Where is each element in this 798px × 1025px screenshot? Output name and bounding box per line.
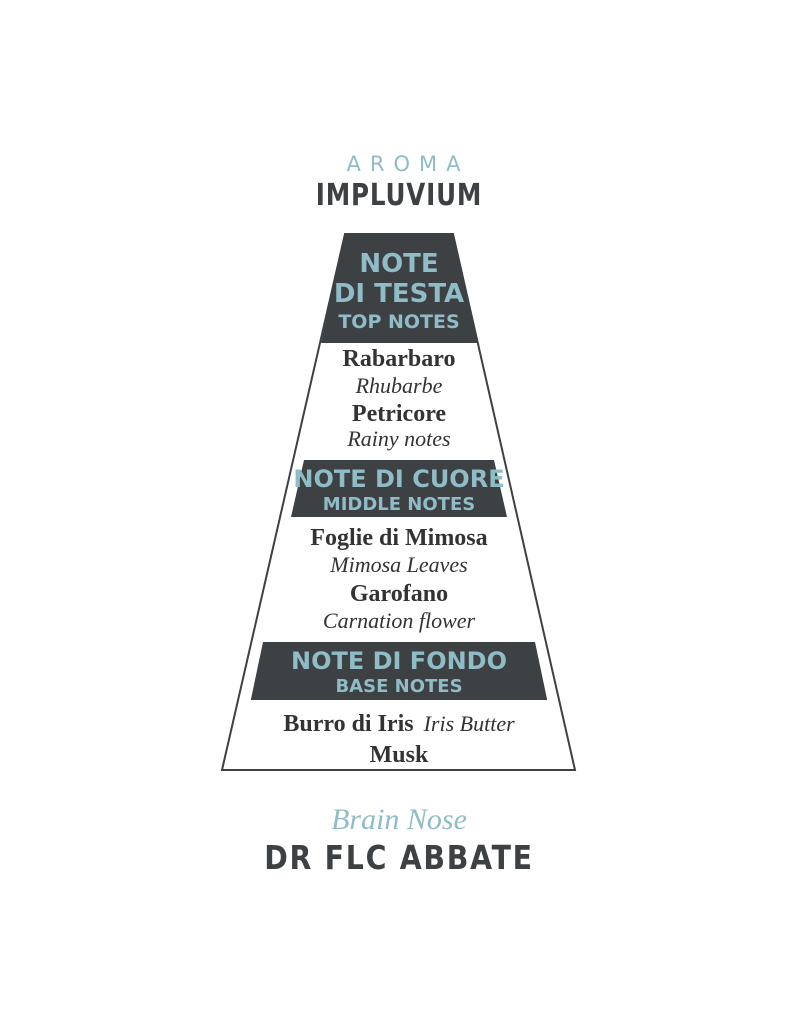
top-band-subtitle: TOP NOTES bbox=[338, 311, 459, 333]
note-burro-di-iris: Burro di Iris bbox=[283, 711, 413, 737]
note-carnation-flower: Carnation flower bbox=[323, 608, 476, 633]
note-petricore: Petricore bbox=[352, 401, 446, 427]
middle-band-title: NOTE DI CUORE bbox=[293, 465, 504, 493]
top-notes-band bbox=[321, 234, 477, 343]
base-notes-band bbox=[251, 642, 547, 699]
base-band-title: NOTE DI FONDO bbox=[291, 647, 507, 675]
top-band-title-line2: DI TESTA bbox=[334, 279, 464, 309]
middle-band-subtitle: MIDDLE NOTES bbox=[323, 494, 475, 515]
base-band-subtitle: BASE NOTES bbox=[335, 676, 462, 697]
note-burro-di-iris-line: Burro di Iris Iris Butter bbox=[283, 711, 515, 737]
note-rabarbaro: Rabarbaro bbox=[343, 346, 456, 372]
note-rhubarbe: Rhubarbe bbox=[355, 373, 443, 398]
perfume-name: IMPLUVIUM bbox=[315, 178, 483, 213]
note-musk: Musk bbox=[370, 742, 429, 768]
note-foglie-di-mimosa: Foglie di Mimosa bbox=[310, 525, 487, 551]
aroma-label: AROMA bbox=[346, 152, 470, 176]
middle-notes-band bbox=[291, 460, 507, 517]
note-garofano: Garofano bbox=[350, 581, 448, 607]
note-iris-butter: Iris Butter bbox=[423, 711, 515, 736]
note-mimosa-leaves: Mimosa Leaves bbox=[329, 552, 467, 577]
author-name: DR FLC ABBATE bbox=[264, 838, 534, 877]
top-band-title-line1: NOTE bbox=[359, 249, 438, 279]
note-rainy-notes: Rainy notes bbox=[346, 426, 450, 451]
brain-nose-label: Brain Nose bbox=[331, 803, 467, 836]
